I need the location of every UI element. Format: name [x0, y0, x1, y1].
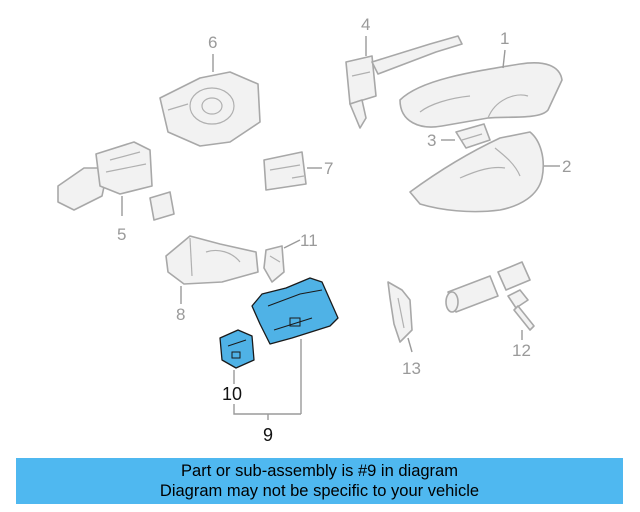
callout-13: 13: [402, 359, 421, 378]
part-4-wiper-switch[interactable]: [345, 35, 463, 129]
part-3-bracket[interactable]: [455, 123, 491, 149]
part-12-lock-cylinder[interactable]: [445, 261, 535, 331]
parts-diagram: 1 2 3 4 5 6: [57, 15, 571, 445]
callout-8: 8: [176, 305, 185, 324]
part-7-module[interactable]: [263, 151, 307, 191]
banner-line-1: Part or sub-assembly is #9 in diagram: [181, 462, 458, 480]
part-8-column-bracket[interactable]: [165, 235, 259, 285]
callout-11: 11: [300, 231, 318, 250]
callout-6: 6: [208, 33, 217, 52]
callout-5: 5: [117, 225, 126, 244]
callout-2: 2: [562, 157, 571, 176]
callout-7: 7: [324, 159, 333, 178]
callout-4: 4: [361, 15, 370, 34]
part-11-clip[interactable]: [263, 245, 285, 283]
part-1-column-cover[interactable]: [399, 62, 563, 128]
part-5-headlamp-switch[interactable]: [57, 141, 175, 221]
callout-3: 3: [427, 131, 436, 150]
callout-9: 9: [263, 425, 273, 445]
callout-12: 12: [512, 341, 531, 360]
part-9-switch-housing[interactable]: [251, 277, 339, 345]
info-banner: Part or sub-assembly is #9 in diagram Di…: [16, 458, 623, 504]
part-2-lower-cover[interactable]: [409, 131, 545, 213]
callout-10: 10: [222, 384, 242, 404]
part-10-switch[interactable]: [219, 329, 255, 369]
part-13-bracket[interactable]: [387, 281, 413, 343]
part-6-clock-spring[interactable]: [159, 71, 261, 147]
banner-line-2: Diagram may not be specific to your vehi…: [159, 482, 480, 500]
callout-1: 1: [500, 29, 509, 48]
